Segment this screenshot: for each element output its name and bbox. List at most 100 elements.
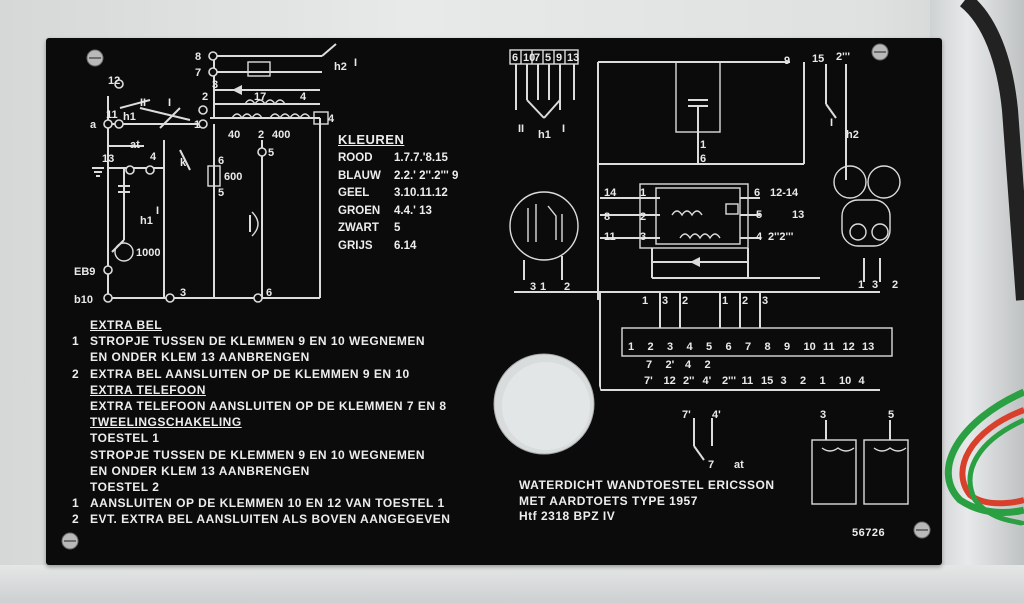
induction-coil-block <box>600 183 820 279</box>
label-6: 6 <box>218 155 224 167</box>
right-circuit <box>509 49 909 505</box>
label-12: 12 <box>108 75 120 87</box>
terminal-number: 5 <box>545 52 551 64</box>
label-4: 4 <box>328 113 335 125</box>
h2-bell-symbol <box>833 165 901 282</box>
label-h2: h2 <box>334 61 347 73</box>
extra-bell-symbol <box>811 420 909 505</box>
strip-connection: 2 <box>705 359 711 371</box>
color-terminals: 3.10.11.12 <box>394 187 448 199</box>
terminal-number: 9 <box>784 341 790 353</box>
label-15: 15 <box>812 53 824 65</box>
terminal-number: 5 <box>706 341 712 353</box>
label-I: I <box>156 205 159 217</box>
label-6: 6 <box>266 287 272 299</box>
label-1: 1 <box>700 139 706 151</box>
strip-connection: 4 <box>859 375 866 387</box>
terminal-number: 4 <box>687 341 694 353</box>
color-name: ZWART <box>338 222 379 234</box>
title-block: WATERDICHT WANDTOESTEL ERICSSON MET AARD… <box>519 478 775 525</box>
color-name: GEEL <box>338 187 370 199</box>
label-8: 8 <box>604 211 610 223</box>
colors-heading-text: KLEUREN <box>338 132 405 147</box>
label-1: 1 <box>194 119 200 131</box>
left-circuit <box>92 43 337 303</box>
wiring-diagram-plate <box>46 38 942 565</box>
serial-number: 56726 <box>852 527 886 539</box>
label-I: I <box>168 97 171 109</box>
mounting-hole <box>486 346 602 462</box>
label-at: at <box>734 459 744 471</box>
terminal-number: 3 <box>667 341 673 353</box>
h1-terminal-block <box>509 49 579 119</box>
label-7-prime: 7' <box>682 409 691 421</box>
strip-connection: 4' <box>703 375 712 387</box>
strip-connection: 12 <box>664 375 676 387</box>
label-12-14: 12-14 <box>770 187 799 199</box>
label-at: at <box>130 139 140 151</box>
terminal-number: 12 <box>843 341 855 353</box>
label-13: 13 <box>102 153 114 165</box>
instruction-text: EXTRA TELEFOON AANSLUITEN OP DE KLEMMEN … <box>90 399 447 413</box>
terminal-number: 9 <box>556 52 562 64</box>
strip-connection: 4 <box>685 359 692 371</box>
label-2: 2 <box>892 279 898 291</box>
terminal-number: 10 <box>804 341 816 353</box>
instruction-heading: TWEELINGSCHAKELING <box>90 415 242 430</box>
strip-connection: 2' <box>666 359 675 371</box>
terminal-number: 2 <box>648 341 654 353</box>
label-1: 1 <box>540 281 546 293</box>
title-line: WATERDICHT WANDTOESTEL ERICSSON <box>519 478 775 492</box>
terminal-number: 13 <box>862 341 874 353</box>
strip-connection: 7 <box>646 359 652 371</box>
label-h2: h2 <box>846 129 859 141</box>
terminal-number: 1 <box>628 341 634 353</box>
color-terminals: 4.4.' 13 <box>394 204 432 217</box>
label-13: 13 <box>792 209 804 221</box>
label-5: 5 <box>218 187 224 199</box>
color-row: GEEL 3.10.11.12 <box>338 187 448 199</box>
instruction-number: 2 <box>72 512 80 527</box>
label-1: 1 <box>640 187 646 199</box>
label-h1: h1 <box>538 129 551 141</box>
strip-connection: 1 <box>820 375 826 387</box>
label-17: 17 <box>254 91 266 103</box>
strip-connection: 15 <box>761 375 773 387</box>
terminal-number: 13 <box>567 52 579 64</box>
terminal-number: 8 <box>765 341 771 353</box>
color-name: ROOD <box>338 152 373 164</box>
terminal-number: 6 <box>512 52 518 64</box>
strip-connection: 2''' <box>722 375 736 387</box>
terminal-number: 1 <box>642 295 648 307</box>
label-I: I <box>562 123 565 135</box>
label-14: 14 <box>604 187 617 199</box>
label-h1: h1 <box>123 111 136 123</box>
label-2: 2 <box>258 129 264 141</box>
left-diagram-labels: 12 11 a h1 II I 2 1 13 4 at k 8 7 h2 I 3… <box>74 51 357 306</box>
instruction-text: TOESTEL 2 <box>90 480 160 494</box>
label-2: 2 <box>640 211 646 223</box>
instruction-text: EXTRA BEL AANSLUITEN OP DE KLEMMEN 9 EN … <box>90 366 410 381</box>
terminal-number: 7 <box>745 341 751 353</box>
instruction-text: TOESTEL 1 <box>90 431 160 446</box>
label-b10: b10 <box>74 294 93 306</box>
label-9: 9 <box>784 55 790 67</box>
label-4: 4 <box>300 91 307 103</box>
terminal-number: 1 <box>722 295 728 307</box>
label-4: 4 <box>756 231 763 243</box>
instruction-number: 1 <box>72 334 80 349</box>
label-400: 400 <box>272 129 290 141</box>
h1-handset-symbol <box>509 191 579 280</box>
instruction-text: EN ONDER KLEM 13 AANBRENGEN <box>90 463 310 478</box>
